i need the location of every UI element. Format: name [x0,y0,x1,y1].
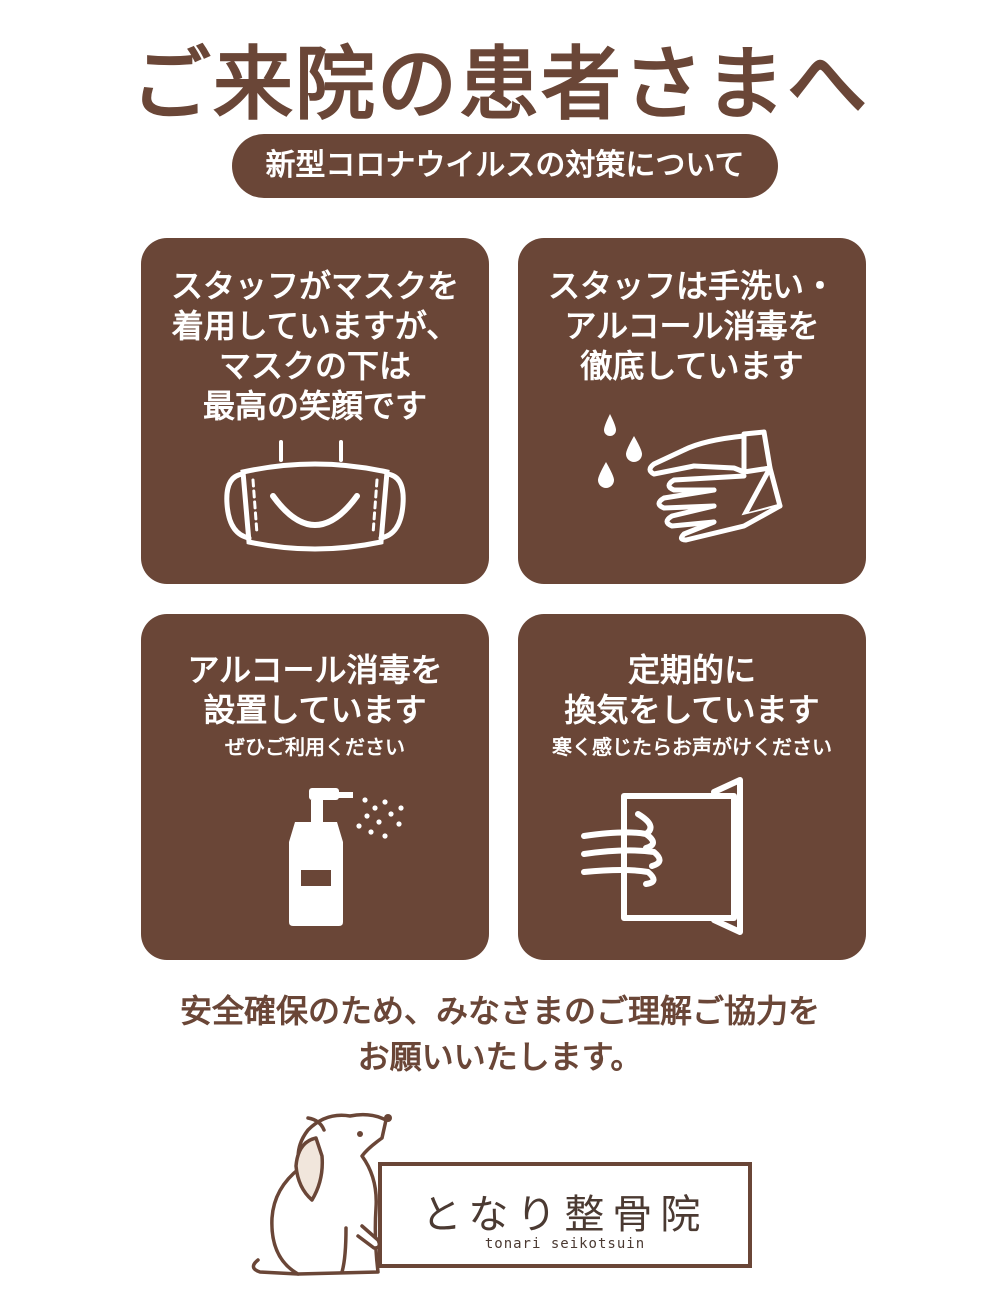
card-title: スタッフは手洗い・ アルコール消毒を 徹底しています [547,267,836,385]
closing-message: 安全確保のため、みなさまのご理解ご協力を お願いいたします。 [0,988,1000,1080]
card-ventilation: 定期的に 換気をしています 寒く感じたらお声がけください [518,614,866,960]
clinic-name: となり整骨院 [421,1192,709,1238]
card-title: スタッフがマスクを 着用していますが、 マスクの下は 最高の笑顔です [170,267,459,425]
ventilation-window-icon [581,777,743,935]
hand-washing-icon [598,414,783,543]
card-hand-washing: スタッフは手洗い・ アルコール消毒を 徹底しています [518,238,866,584]
card-staff-mask: スタッフがマスクを 着用していますが、 マスクの下は 最高の笑顔です [141,238,489,584]
card-note: ぜひご利用ください [225,735,405,759]
dog-mascot-icon [251,1112,392,1276]
subtitle-badge: 新型コロナウイルスの対策について [232,134,778,198]
card-sanitizer: アルコール消毒を 設置しています ぜひご利用ください [141,614,489,960]
sanitizer-spray-icon [289,788,404,926]
card-title: 定期的に 換気をしています [564,651,820,729]
smiling-mask-icon [224,440,406,552]
page-title: ご来院の患者さまへ [131,38,869,131]
clinic-name-roman: tonari seikotsuin [484,1236,646,1252]
card-note: 寒く感じたらお声がけください [552,735,832,759]
card-title: アルコール消毒を 設置しています [187,651,443,729]
message-line-2: お願いいたします。 [357,1038,643,1076]
message-line-1: 安全確保のため、みなさまのご理解ご協力を [179,992,820,1030]
clinic-logo: となり整骨院 tonari seikotsuin [378,1162,752,1268]
